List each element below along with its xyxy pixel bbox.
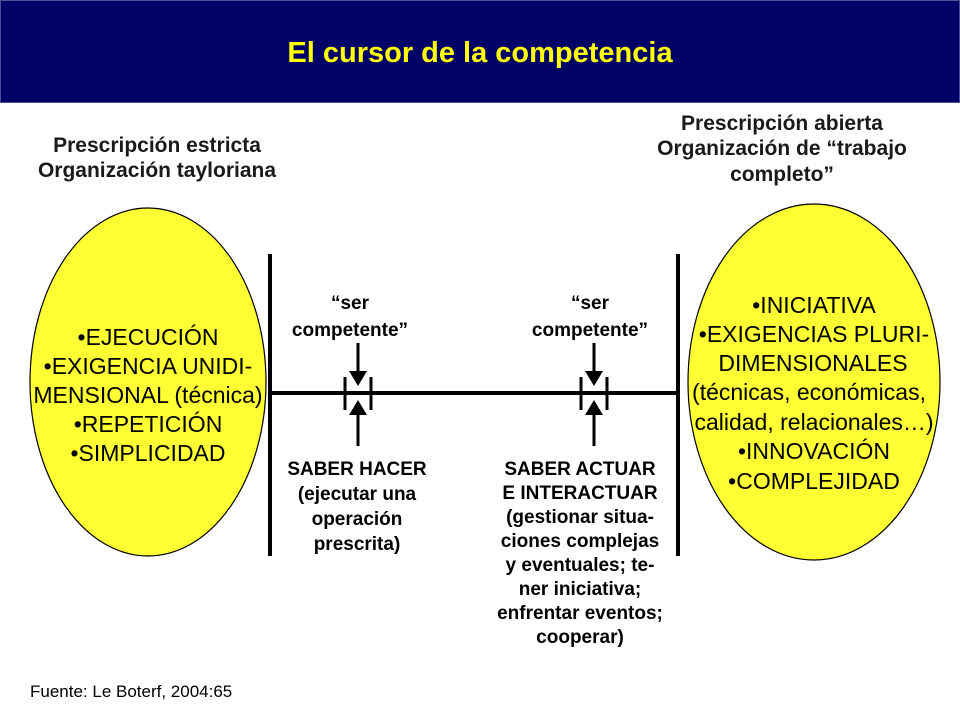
cursor-2-label-line-2: competente” (532, 320, 648, 341)
cursor-2-description-line: cooperar) (536, 627, 624, 648)
cursor-2-description-line: ciones complejas (501, 531, 659, 552)
cursor-2-description-line: E INTERACTUAR (502, 483, 657, 504)
right-pole-item: •COMPLEJIDAD (728, 468, 900, 494)
right-header-line-1: Prescripción abierta (681, 112, 883, 135)
right-pole-item: calidad, relacionales…) (694, 409, 933, 435)
cursor-top-arrowhead-icon (585, 371, 603, 386)
slide-title: El cursor de la competencia (287, 37, 673, 69)
left-pole-item: •EJECUCIÓN (78, 324, 219, 350)
cursor-2-description-line: (gestionar situa- (506, 507, 654, 528)
cursor-saber-hacer (343, 343, 373, 446)
right-header-line-2: Organización de “trabajo (657, 137, 907, 160)
cursor-1-description-line: operación (312, 509, 403, 530)
right-pole-item: •EXIGENCIAS PLURI- (699, 321, 929, 347)
cursor-1-description-line: prescrita) (314, 534, 401, 555)
cursor-2-description-line: ner iniciativa; (519, 579, 642, 600)
left-pole-ellipse (29, 207, 267, 557)
right-pole-item: (técnicas, económicas, (692, 379, 926, 405)
title-banner (0, 0, 960, 103)
cursor-1-description-line: (ejecutar una (298, 484, 417, 505)
left-header-line-1: Prescripción estricta (53, 134, 261, 157)
right-pole-item: DIMENSIONALES (718, 350, 907, 376)
left-pole-item: •EXIGENCIA UNIDI- (44, 353, 253, 379)
left-pole-item: •SIMPLICIDAD (70, 440, 225, 466)
left-header-line-2: Organización tayloriana (38, 159, 276, 182)
cursor-2-description-line: y eventuales; te- (506, 555, 655, 576)
cursor-saber-actuar (579, 343, 609, 446)
left-pole-item: MENSIONAL (técnica) (33, 382, 262, 408)
left-pole-item: •REPETICIÓN (74, 411, 223, 437)
cursor-2-description-line: SABER ACTUAR (504, 459, 656, 480)
cursor-top-arrowhead-icon (349, 371, 367, 386)
right-pole-item: •INICIATIVA (752, 292, 876, 318)
cursor-1-description-line: SABER HACER (287, 459, 427, 480)
cursor-2-description-line: enfrentar eventos; (497, 603, 663, 624)
cursor-bottom-arrowhead-icon (349, 400, 367, 415)
cursor-bottom-arrowhead-icon (585, 400, 603, 415)
right-header-line-3: completo” (730, 163, 834, 186)
cursor-1-label-line-2: competente” (292, 320, 408, 341)
cursor-2-label-line-1: “ser (571, 293, 610, 314)
cursor-1-label-line-1: “ser (331, 293, 370, 314)
right-pole-ellipse (687, 203, 941, 561)
source-citation: Fuente: Le Boterf, 2004:65 (30, 682, 232, 701)
right-pole-item: •INNOVACIÓN (738, 438, 890, 464)
